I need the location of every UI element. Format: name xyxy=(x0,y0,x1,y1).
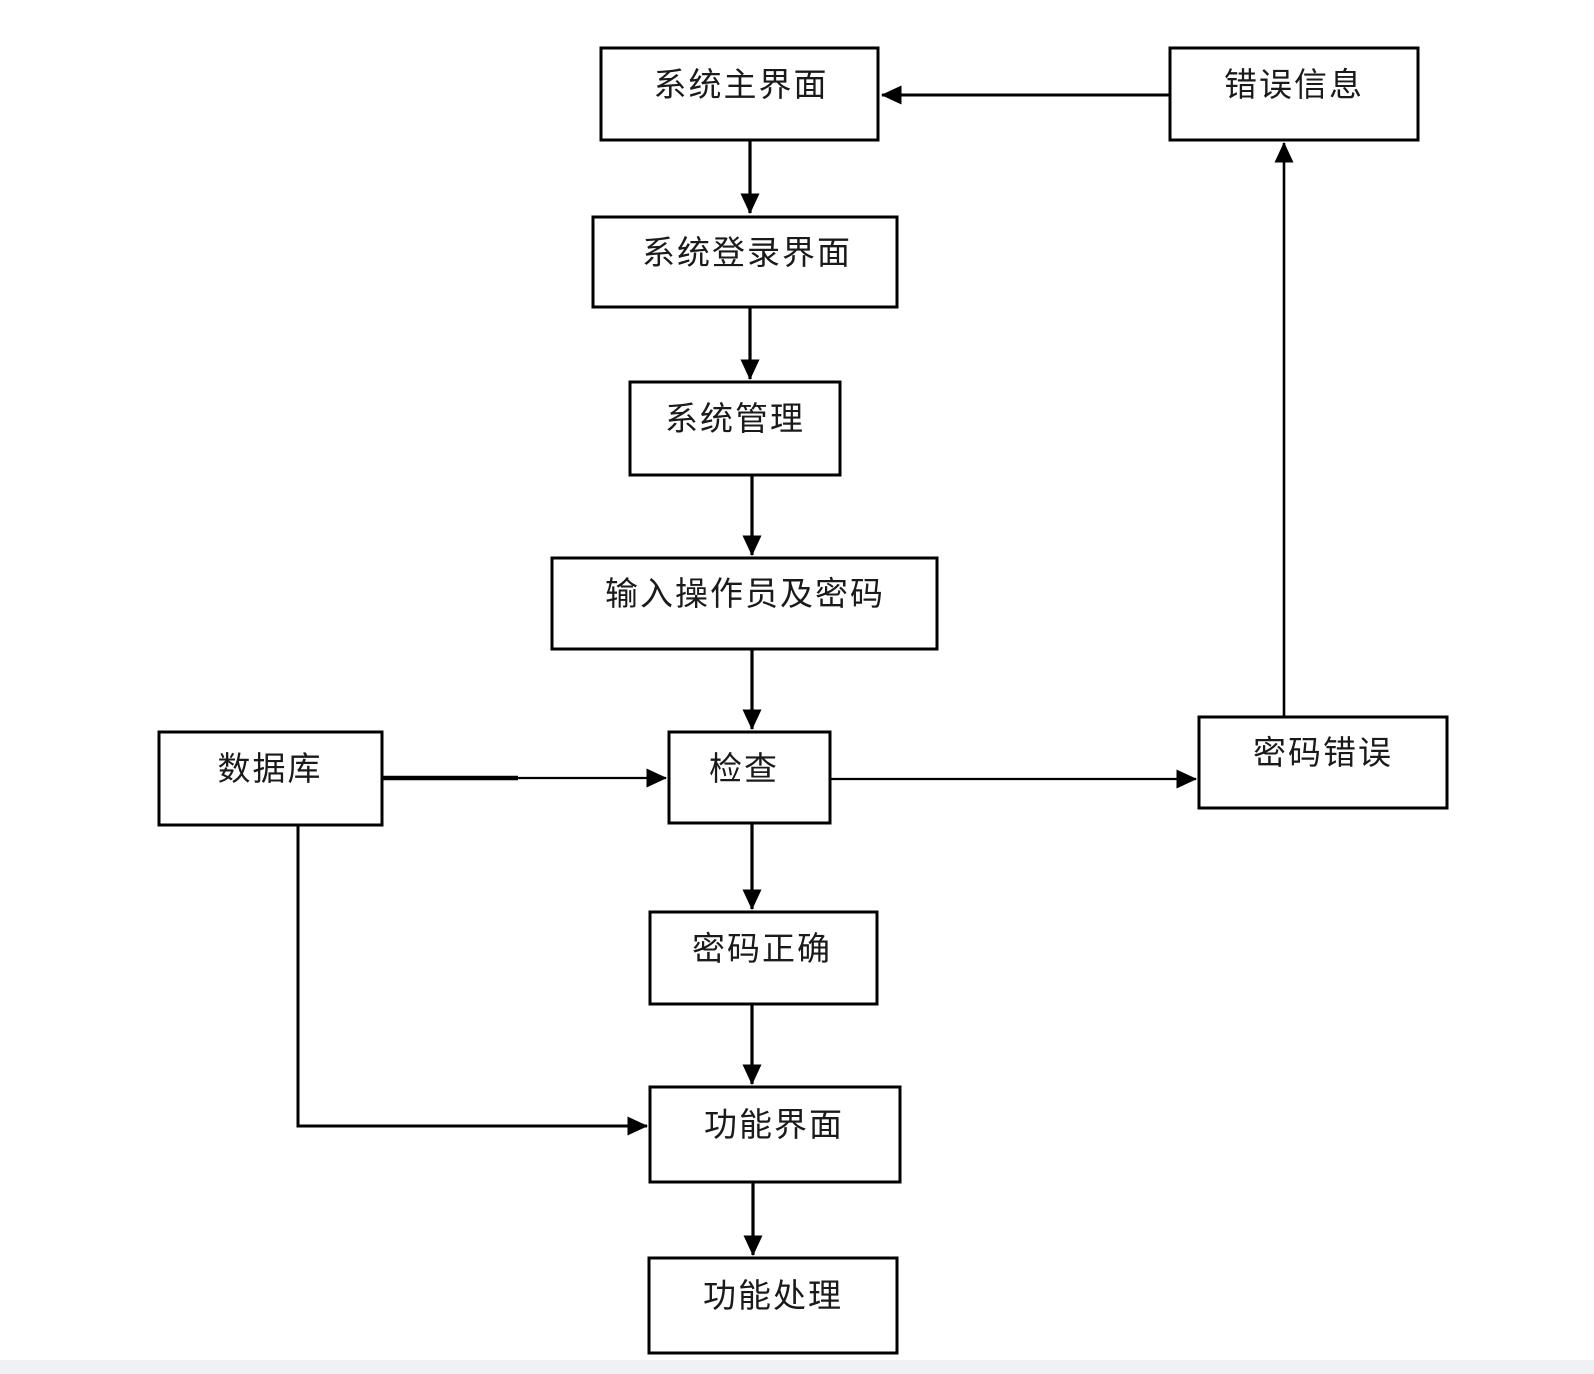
page-bottom-strip xyxy=(0,1360,1594,1374)
node-system-main: 系统主界面 xyxy=(599,46,880,142)
node-func-ui: 功能界面 xyxy=(648,1085,902,1184)
node-pwd-error-box xyxy=(1197,715,1449,810)
node-input-operator-box xyxy=(550,556,939,651)
node-error-info: 错误信息 xyxy=(1168,46,1420,142)
node-database-label: 数据库 xyxy=(218,749,323,788)
node-pwd-correct: 密码正确 xyxy=(648,910,879,1006)
node-input-operator-label: 输入操作员及密码 xyxy=(605,574,885,613)
node-system-login: 系统登录界面 xyxy=(591,215,899,309)
node-func-ui-box xyxy=(648,1085,902,1184)
node-system-main-label: 系统主界面 xyxy=(654,65,829,104)
node-func-ui-label: 功能界面 xyxy=(704,1105,844,1144)
node-pwd-error: 密码错误 xyxy=(1197,715,1449,810)
node-check-box xyxy=(667,730,832,825)
node-check-label: 检查 xyxy=(709,749,779,788)
node-error-info-box xyxy=(1168,46,1420,142)
node-check: 检查 xyxy=(667,730,832,825)
node-system-login-box xyxy=(591,215,899,309)
node-system-mgmt-box xyxy=(628,380,842,477)
node-pwd-correct-box xyxy=(648,910,879,1006)
edge-database-to-funcui xyxy=(296,825,648,1136)
node-system-login-label: 系统登录界面 xyxy=(642,233,852,272)
node-error-info-label: 错误信息 xyxy=(1224,65,1364,104)
node-pwd-error-label: 密码错误 xyxy=(1253,733,1393,772)
node-system-mgmt: 系统管理 xyxy=(628,380,842,477)
node-database: 数据库 xyxy=(157,730,384,827)
node-system-mgmt-label: 系统管理 xyxy=(665,399,805,438)
node-func-process: 功能处理 xyxy=(647,1256,899,1355)
node-func-process-label: 功能处理 xyxy=(703,1276,843,1315)
node-pwd-correct-label: 密码正确 xyxy=(692,929,832,968)
node-database-box xyxy=(157,730,384,827)
node-system-main-box xyxy=(599,46,880,142)
node-func-process-box xyxy=(647,1256,899,1355)
node-input-operator: 输入操作员及密码 xyxy=(550,556,939,651)
